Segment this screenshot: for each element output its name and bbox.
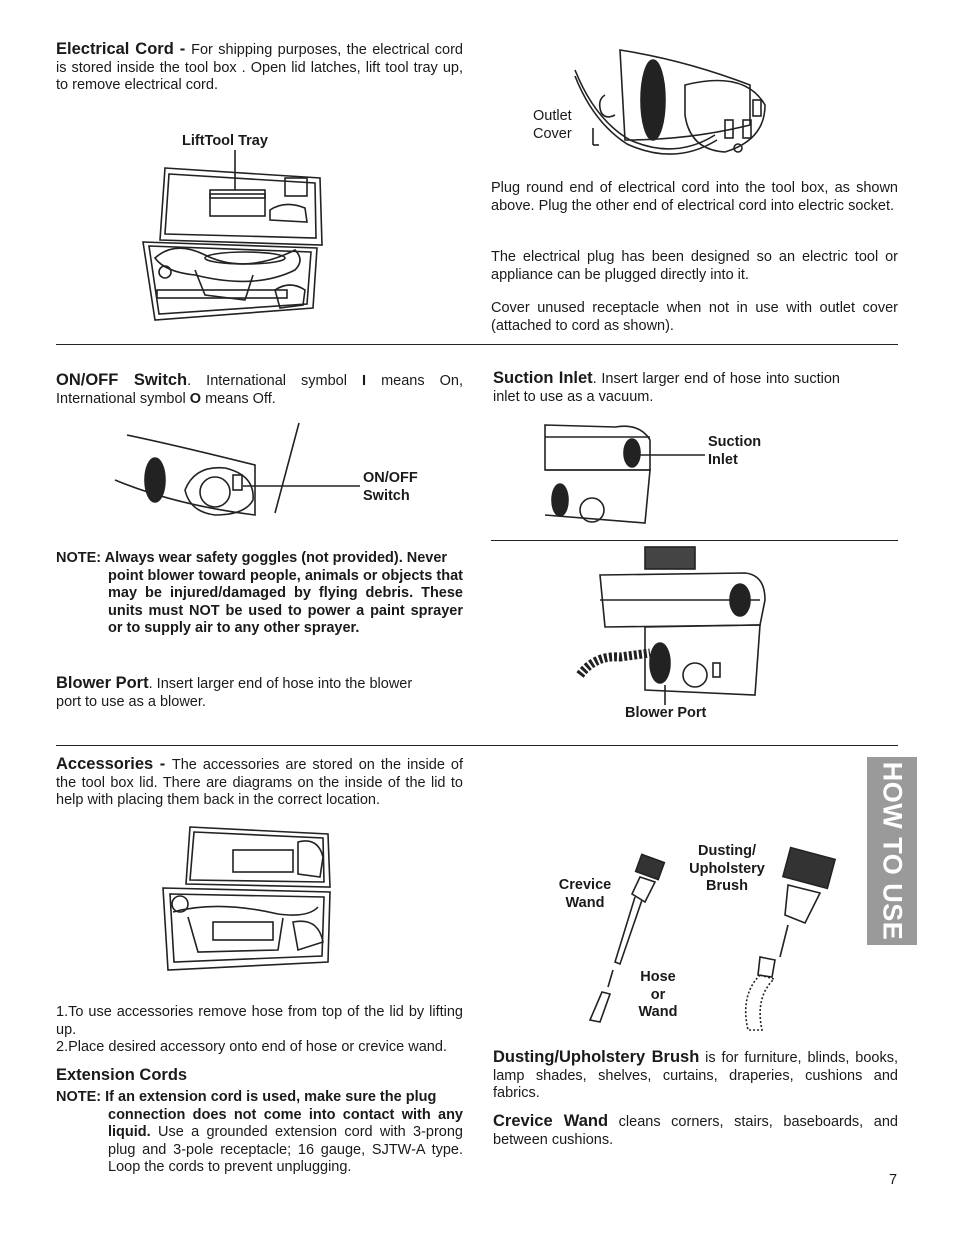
toolbox-tray-illustration xyxy=(142,150,323,321)
suction-heading: Suction Inlet xyxy=(493,369,593,387)
electrical-cord-text: For shipping purposes, the electrical co… xyxy=(56,42,463,93)
suction-inlet-label: Suction Inlet xyxy=(708,434,762,468)
outlet-paragraph-1: Plug round end of electrical cord into t… xyxy=(491,180,898,214)
onoff-heading: ON/OFF Switch xyxy=(56,371,188,389)
onoff-switch-illustration xyxy=(114,422,360,516)
onoff-paragraph: ON/OFF Switch. International symbol I me… xyxy=(56,371,464,407)
blower-port-label: Blower Port xyxy=(625,705,707,721)
outlet-paragraph-2: The electrical plug has been designed so… xyxy=(491,249,898,283)
section-divider-1 xyxy=(56,344,898,345)
electrical-cord-heading: Electrical Cord - xyxy=(56,40,192,58)
extension-cords-heading: Extension Cords xyxy=(56,1066,188,1084)
dusting-brush-illustration xyxy=(744,846,837,1031)
dusting-brush-heading: Dusting/Upholstery Brush xyxy=(493,1048,700,1066)
crevice-wand-heading: Crevice Wand xyxy=(493,1112,609,1130)
page-number: 7 xyxy=(889,1172,898,1188)
accessory-step-1: 1.To use accessories remove hose from to… xyxy=(56,1004,463,1038)
extension-note: NOTE: If an extension cord is used, make… xyxy=(56,1089,463,1175)
suction-paragraph: Suction Inlet. Insert larger end of hose… xyxy=(493,369,840,405)
suction-inlet-illustration xyxy=(544,424,705,524)
section-divider-3 xyxy=(56,745,898,746)
outlet-paragraph-3: Cover unused receptacle when not in use … xyxy=(491,300,898,334)
blower-paragraph: Blower Port. Insert larger end of hose i… xyxy=(56,674,413,710)
crevice-wand-paragraph: Crevice Wand cleans corners, stairs, bas… xyxy=(493,1112,898,1148)
blower-port-illustration xyxy=(576,546,766,705)
onoff-switch-label: ON/OFF Switch xyxy=(363,470,418,504)
hose-or-wand-label: Hose or Wand xyxy=(638,969,678,1020)
toolbox-accessories-illustration xyxy=(162,826,331,971)
outlet-cover-label: Outlet Cover xyxy=(533,108,572,142)
crevice-wand-illustration xyxy=(588,853,666,1023)
outlet-illustration xyxy=(574,49,766,155)
off-symbol: O xyxy=(189,390,202,407)
blower-heading: Blower Port xyxy=(56,674,149,692)
lift-tool-tray-label: LiftTool Tray xyxy=(182,133,268,149)
how-to-use-tab: HOW TO USE xyxy=(867,757,917,945)
crevice-wand-label: Crevice Wand xyxy=(558,877,612,911)
on-symbol: I xyxy=(362,373,367,389)
dusting-brush-label: Dusting/ Upholstery Brush xyxy=(689,843,765,894)
accessories-paragraph: Accessories - The accessories are stored… xyxy=(56,755,464,808)
electrical-cord-paragraph: Electrical Cord - For shipping purposes,… xyxy=(56,40,463,95)
safety-note: NOTE: Always wear safety goggles (not pr… xyxy=(56,550,463,636)
accessories-heading: Accessories - xyxy=(56,755,172,773)
section-divider-2 xyxy=(491,540,898,541)
dusting-brush-paragraph: Dusting/Upholstery Brush is for furnitur… xyxy=(493,1048,898,1101)
accessory-step-2: 2.Place desired accessory onto end of ho… xyxy=(56,1039,447,1055)
